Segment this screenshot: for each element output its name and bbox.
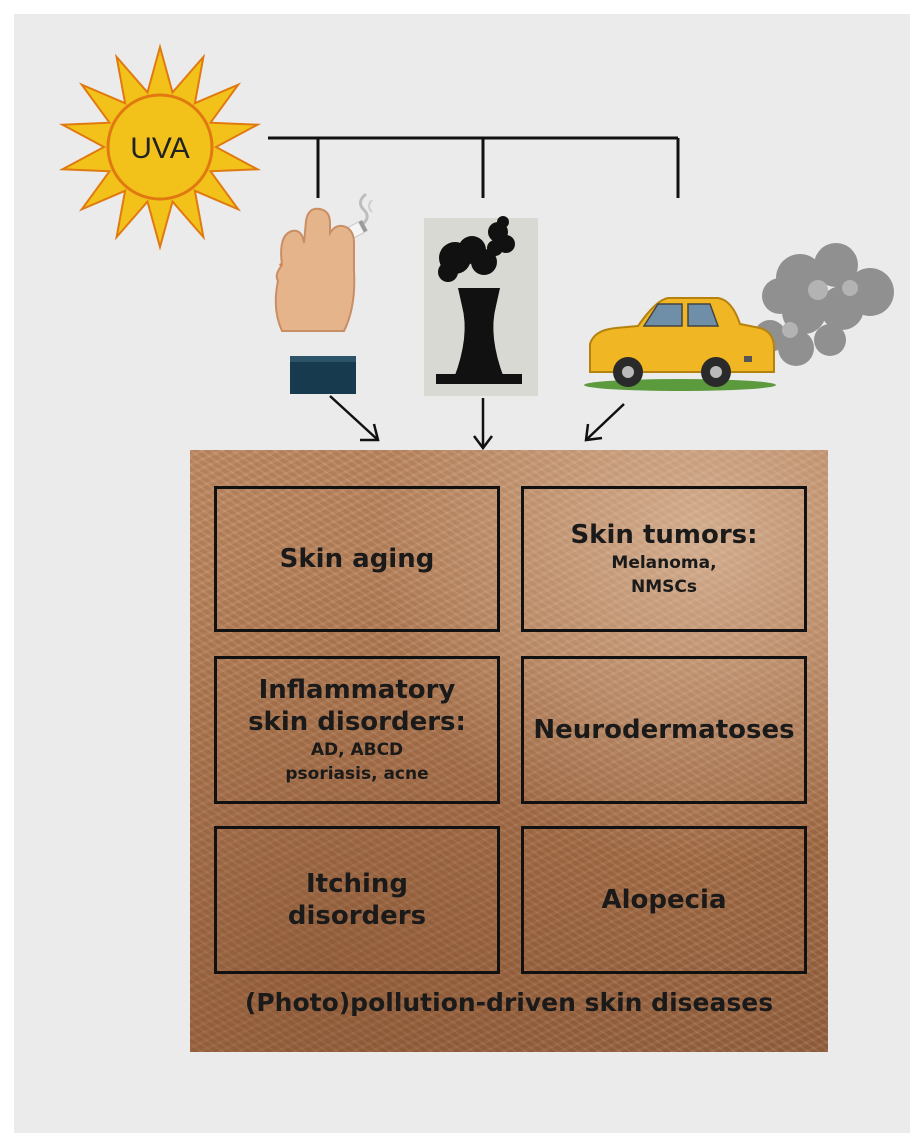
inflammatory-title: Inflammatory (259, 674, 456, 706)
skin-tumors-box: Skin tumors: Melanoma, NMSCs (521, 486, 807, 632)
neurodermatoses-box: Neurodermatoses (521, 656, 807, 804)
inflammatory-title2: skin disorders: (248, 706, 466, 738)
neurodermatoses-title: Neurodermatoses (533, 714, 794, 746)
car-exhaust-icon (584, 243, 894, 391)
sun-connector-lines (268, 138, 678, 198)
sun-label: UVA (130, 132, 189, 165)
inflammatory-detail2: psoriasis, acne (285, 762, 428, 786)
skin-tumors-detail: Melanoma, (611, 551, 716, 575)
inflammatory-box: Inflammatory skin disorders: AD, ABCD ps… (214, 656, 500, 804)
skin-tumors-detail2: NMSCs (631, 575, 697, 599)
sun-icon: UVA (63, 47, 258, 247)
skin-aging-box: Skin aging (214, 486, 500, 632)
itching-box: Itching disorders (214, 826, 500, 974)
alopecia-title: Alopecia (601, 884, 726, 916)
itching-title: Itching (306, 868, 408, 900)
skin-tumors-title: Skin tumors: (570, 519, 757, 551)
factory-chimney-icon (424, 216, 538, 396)
figure-caption: (Photo)pollution-driven skin diseases (192, 988, 826, 1017)
alopecia-box: Alopecia (521, 826, 807, 974)
cigarette-hand-icon (276, 194, 372, 394)
skin-aging-title: Skin aging (280, 543, 435, 575)
itching-title2: disorders (288, 900, 426, 932)
arrows-to-skin (330, 396, 624, 448)
inflammatory-detail: AD, ABCD (311, 738, 403, 762)
